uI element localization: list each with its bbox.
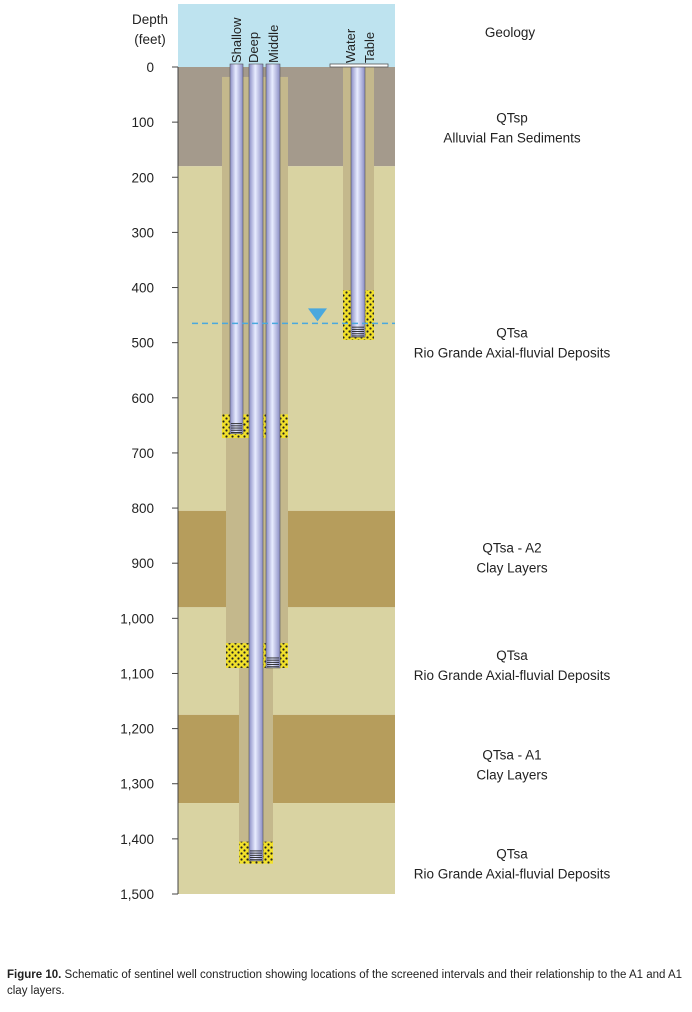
- casing-middle: [265, 63, 281, 669]
- tick-label-10: 1,000: [120, 611, 154, 626]
- geology-unit-1: QTsa: [496, 326, 528, 341]
- tick-label-5: 500: [131, 336, 154, 351]
- geology-description-3: Rio Grande Axial-fluvial Deposits: [414, 668, 611, 683]
- figure-caption: Figure 10. Schematic of sentinel well co…: [7, 967, 687, 999]
- tick-label-9: 900: [131, 556, 154, 571]
- tick-label-6: 600: [131, 391, 154, 406]
- sky-area: [178, 4, 395, 67]
- tick-label-13: 1,300: [120, 777, 154, 792]
- geology-description-2: Clay Layers: [476, 561, 548, 576]
- geology-unit-3: QTsa: [496, 648, 528, 663]
- well-label-water: Water: [343, 28, 358, 63]
- tick-label-7: 700: [131, 446, 154, 461]
- geology-unit-2: QTsa - A2: [482, 541, 541, 556]
- tick-label-0: 0: [146, 60, 154, 75]
- geology-description-5: Rio Grande Axial-fluvial Deposits: [414, 867, 611, 882]
- geology-unit-5: QTsa: [496, 847, 528, 862]
- geology-unit-0: QTsp: [496, 111, 528, 126]
- figure-caption-label: Figure 10.: [7, 969, 62, 981]
- layer-5: [178, 803, 395, 894]
- tick-label-12: 1,200: [120, 722, 154, 737]
- geology-unit-4: QTsa - A1: [482, 747, 541, 762]
- depth-axis-title-line1: Depth: [132, 12, 168, 27]
- geology-description-4: Clay Layers: [476, 767, 548, 782]
- geology-column-title: Geology: [485, 25, 536, 40]
- water-table: [192, 308, 395, 325]
- casing-deep: [248, 63, 264, 862]
- tick-label-15: 1,500: [120, 887, 154, 902]
- well-construction-diagram: 0 100 200 300 400 500 600 700 800 900 1,000 1,100 1,…: [120, 4, 611, 902]
- water-table-surface-pad: [329, 63, 389, 68]
- tick-label-2: 200: [131, 170, 154, 185]
- tick-label-14: 1,400: [120, 832, 154, 847]
- depth-axis-title-line2: (feet): [134, 32, 166, 47]
- figure-caption-text: Schematic of sentinel well construction …: [7, 969, 683, 997]
- well-label-shallow: Shallow: [229, 17, 244, 63]
- tick-label-11: 1,100: [120, 666, 154, 681]
- tick-label-3: 300: [131, 225, 154, 240]
- casing-shallow: [229, 63, 244, 434]
- well-label-deep: Deep: [246, 32, 261, 63]
- tick-label-4: 400: [131, 281, 154, 296]
- well-casings: [229, 63, 389, 862]
- water-table-marker-icon: [308, 308, 327, 322]
- well-label-table: Table: [362, 32, 377, 63]
- tick-label-1: 100: [131, 115, 154, 130]
- tick-label-8: 800: [131, 501, 154, 516]
- layer-4: [178, 714, 395, 804]
- geology-description-1: Rio Grande Axial-fluvial Deposits: [414, 346, 611, 361]
- depth-axis-ticks: 0 100 200 300 400 500 600 700 800 900 1,000 1,100 1,…: [120, 60, 178, 902]
- geology-description-0: Alluvial Fan Sediments: [443, 131, 581, 146]
- casing-water-table: [350, 63, 366, 338]
- well-label-middle: Middle: [266, 25, 281, 63]
